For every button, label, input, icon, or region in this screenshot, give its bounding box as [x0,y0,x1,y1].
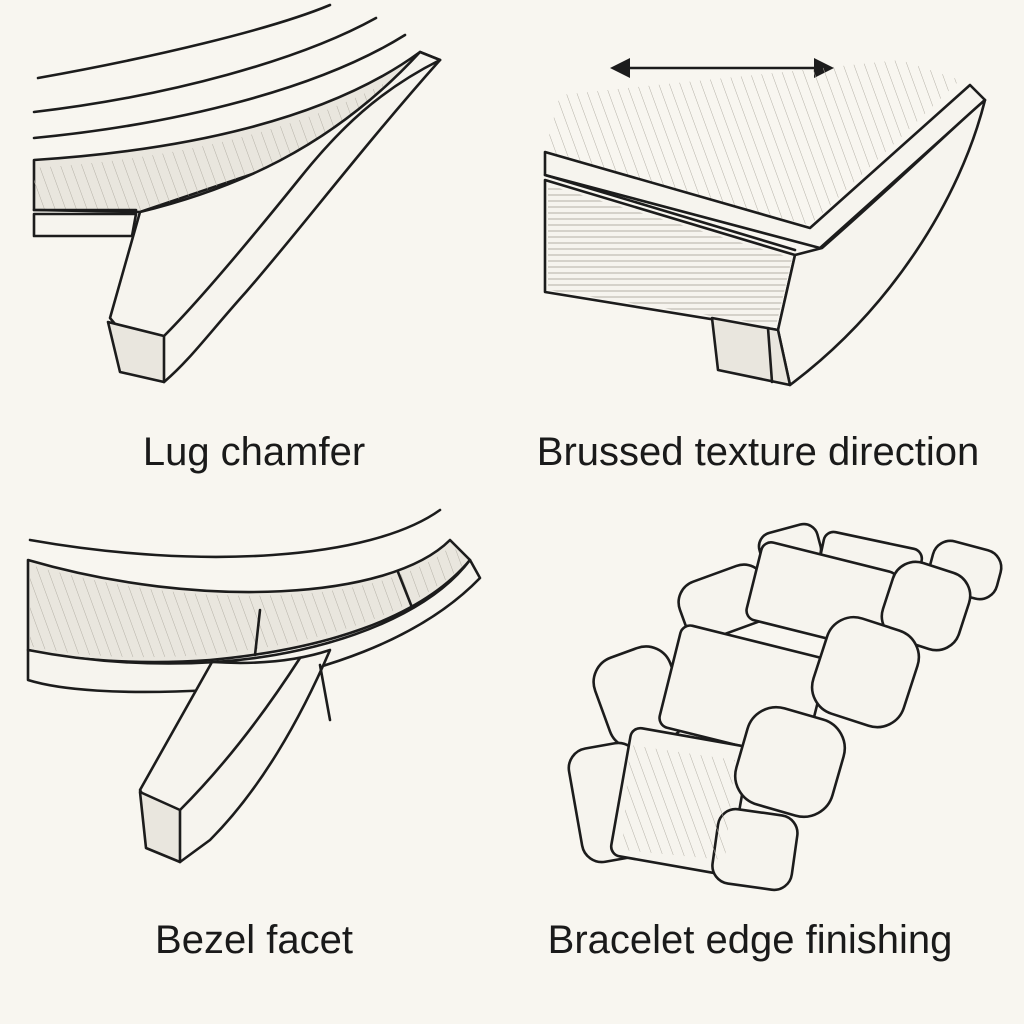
arrow-left-icon [610,58,630,78]
bezel-facet-illustration [26,508,482,864]
label-bezel-facet: Bezel facet [155,918,353,962]
lug-chamfer-illustration [32,3,442,384]
label-brushed-texture-direction: Brussed texture direction [536,430,980,474]
bracelet-links-illustration [567,522,1003,892]
brushed-texture-illustration [543,58,987,387]
label-bracelet-edge-finishing: Bracelet edge finishing [547,918,953,962]
label-lug-chamfer: Lug chamfer [142,430,366,474]
